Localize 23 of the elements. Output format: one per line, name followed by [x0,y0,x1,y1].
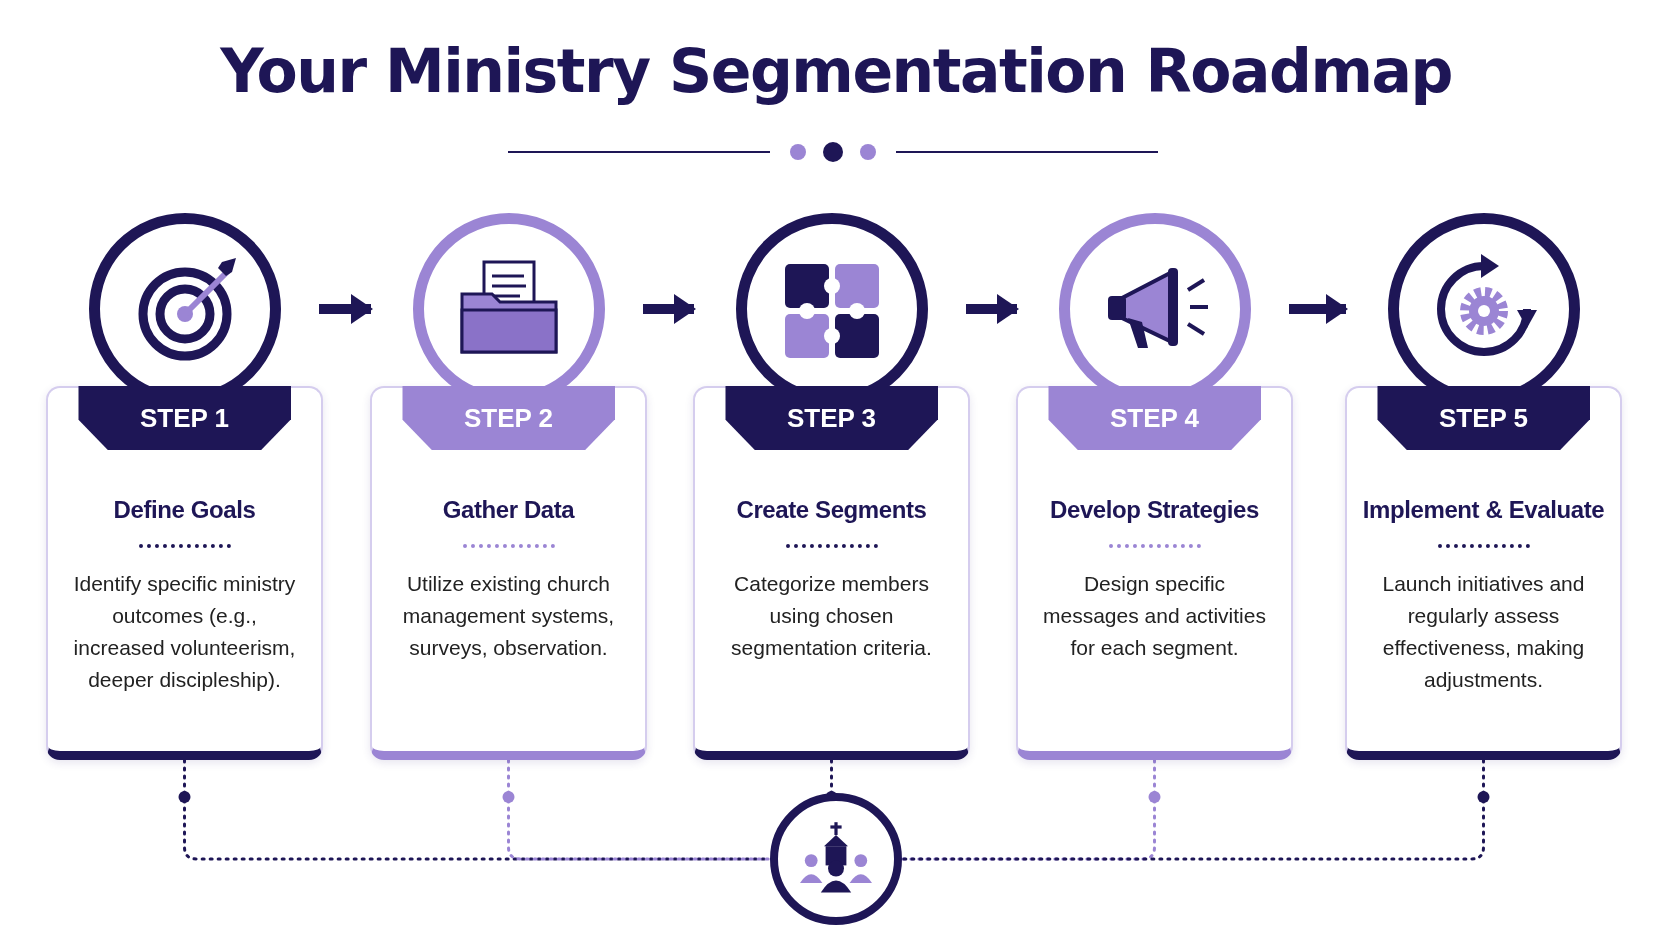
step-banner: STEP 4 [1048,386,1261,450]
arrow [966,294,1019,324]
dotted-connector [900,758,1490,861]
step-title: Implement & Evaluate [1361,496,1606,524]
title: Your Ministry Segmentation Roadmap [219,36,1453,106]
step-description: Identify specific ministry outcomes (e.g., increased volunteerism, deeper discipleship). [72,571,297,693]
arrow [643,294,696,324]
step-title: Create Segments [735,496,928,524]
step-title: Gather Data [441,496,576,524]
step-description: Categorize members using chosen segmentation criteria. [730,571,933,661]
dotted-connector [900,758,1161,861]
step-description: Utilize existing church management systems, surveys, observation. [401,571,616,661]
step-description: Design specific messages and activities for each segment. [1042,571,1267,661]
step-title: Define Goals [112,496,257,524]
step-banner: STEP 1 [78,386,291,450]
step-description: Launch initiatives and regularly assess effectiveness, making adjustments. [1381,571,1586,693]
step-banner: STEP 2 [402,386,615,450]
step-banner: STEP 3 [725,386,938,450]
step-title: Develop Strategies [1049,496,1260,524]
arrow [1289,294,1348,324]
step-banner: STEP 5 [1377,386,1590,450]
dotted-connector [502,758,772,861]
arrow [319,294,373,324]
